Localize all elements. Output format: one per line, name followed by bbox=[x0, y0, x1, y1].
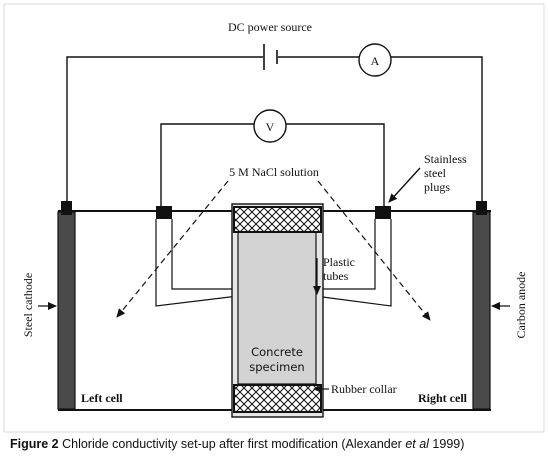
figure-caption: Figure 2 Chloride conductivity set-up af… bbox=[10, 437, 540, 455]
caption-text-before: Chloride conductivity set-up after first… bbox=[58, 437, 406, 451]
voltmeter-symbol: V bbox=[266, 120, 275, 134]
specimen-label-line2: specimen bbox=[249, 360, 304, 374]
anode-label: Carbon anode bbox=[514, 272, 528, 339]
specimen-label-line1: Concrete bbox=[251, 345, 303, 359]
plugs-label-line2: steel bbox=[424, 166, 447, 180]
steel-cathode bbox=[57, 211, 76, 410]
caption-italic: et al bbox=[405, 437, 429, 451]
voltmeter-circuit-wire bbox=[160, 123, 385, 207]
collar-label: Rubber collar bbox=[331, 382, 397, 396]
left-plastic-tube bbox=[155, 219, 239, 307]
carbon-anode bbox=[472, 211, 491, 410]
plugs-label-line3: plugs bbox=[424, 180, 450, 194]
power-source-label: DC power source bbox=[228, 20, 312, 34]
solution-label: 5 M NaCl solution bbox=[229, 165, 319, 179]
left-plug bbox=[156, 206, 172, 219]
cathode-label: Steel cathode bbox=[21, 273, 35, 337]
plugs-label-line1: Stainless bbox=[424, 152, 467, 166]
ammeter-symbol: A bbox=[371, 54, 380, 68]
right-plastic-tube bbox=[314, 219, 392, 307]
bottom-rubber-collar bbox=[233, 384, 322, 413]
right-cell-wall bbox=[323, 210, 491, 411]
figure-frame bbox=[3, 3, 545, 433]
anode-terminal bbox=[476, 201, 487, 215]
cathode-terminal bbox=[61, 201, 72, 215]
left-cell-wall bbox=[58, 210, 232, 411]
right-cell-label: Right cell bbox=[418, 391, 468, 405]
caption-lead: Figure 2 bbox=[10, 437, 59, 451]
outer-circuit-wire bbox=[66, 56, 483, 203]
caption-text-after: 1999) bbox=[428, 437, 465, 451]
voltmeter-icon bbox=[253, 109, 287, 143]
ammeter-icon bbox=[358, 43, 392, 77]
tubes-label-line1: Plastic bbox=[323, 255, 355, 269]
tubes-label-line2: tubes bbox=[323, 269, 349, 283]
top-rubber-collar bbox=[233, 206, 322, 233]
right-plug bbox=[375, 206, 391, 219]
plugs-pointer-arrow bbox=[388, 167, 421, 203]
left-cell-label: Left cell bbox=[81, 391, 123, 405]
